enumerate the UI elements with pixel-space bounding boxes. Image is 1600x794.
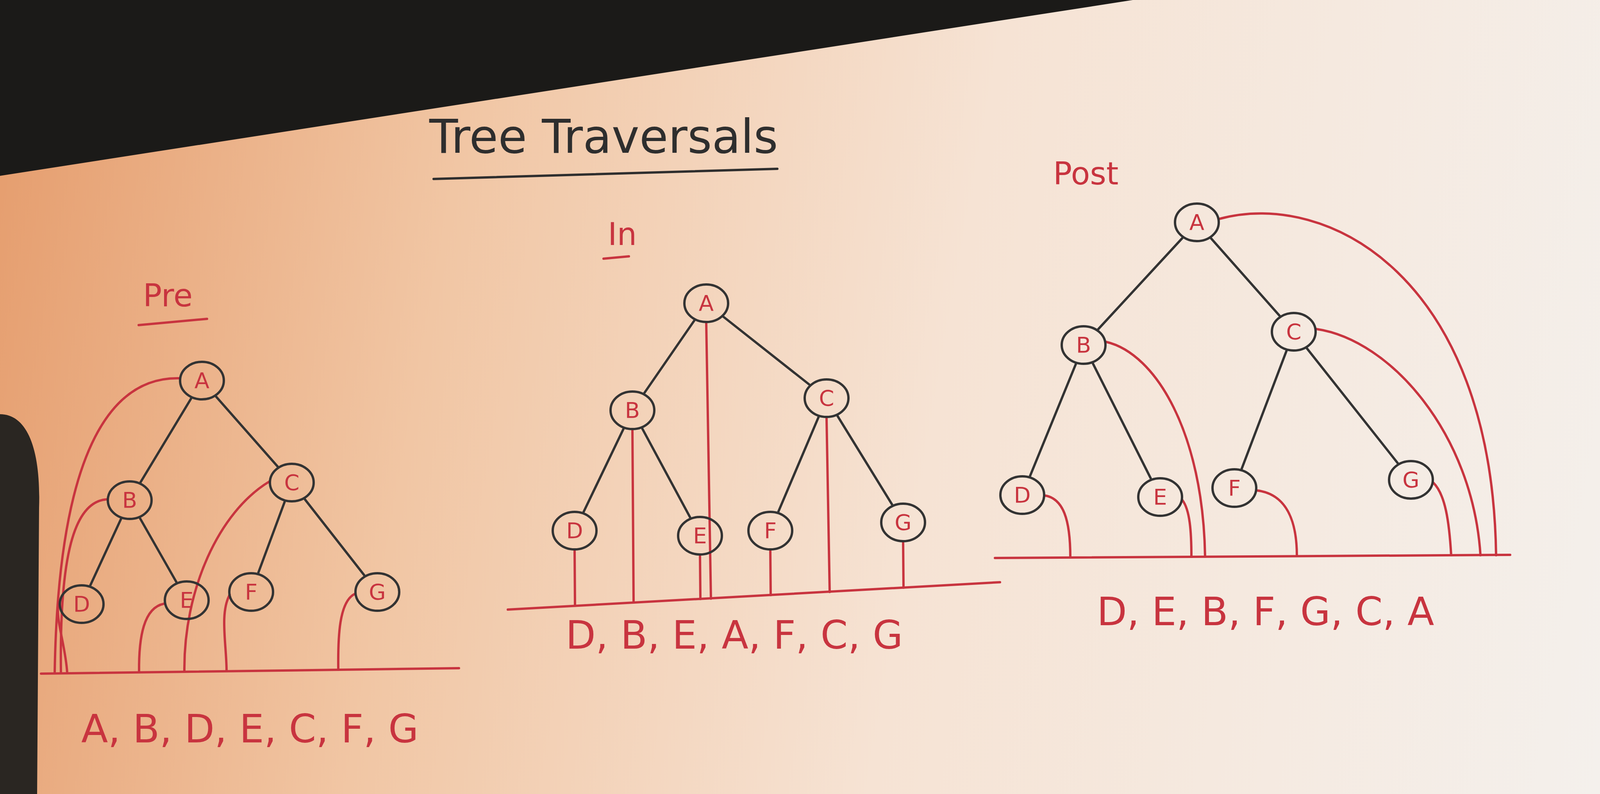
node-letter: F — [764, 519, 777, 542]
tree-edge — [1092, 363, 1151, 479]
tree-edge — [1030, 364, 1076, 476]
post-trace — [1316, 328, 1481, 556]
in-trace — [700, 555, 701, 599]
in-trace — [903, 542, 904, 588]
traversal-sequence: D, E, B, F, G, C, A — [1096, 589, 1434, 634]
tree-edge — [778, 417, 819, 512]
pre-trace — [184, 481, 270, 672]
traversal-heading: Pre — [142, 277, 193, 314]
node-letter: A — [1189, 211, 1205, 234]
in-trace — [826, 418, 830, 592]
tree-node-circle: F — [227, 571, 275, 613]
node-letter: E — [179, 589, 194, 611]
title-underline — [433, 168, 778, 179]
tree-node-circle: F — [1210, 467, 1258, 509]
node-letter: D — [73, 592, 90, 615]
tree-edge — [1098, 238, 1183, 330]
pre-underline — [138, 318, 208, 325]
board-edge-shadow — [0, 0, 1133, 176]
tree-edge — [90, 518, 121, 585]
tree-edge — [216, 396, 278, 467]
tree-node-circle: E — [1136, 476, 1184, 518]
pre-trace — [139, 603, 165, 672]
tree-edge — [140, 398, 192, 483]
tree-edge — [1307, 348, 1398, 463]
tree-node-circle: E — [676, 515, 724, 556]
node-letter: A — [698, 292, 714, 315]
node-letter: B — [625, 399, 640, 422]
post-trace — [1044, 495, 1071, 558]
in-trace — [770, 550, 771, 595]
presenter-silhouette — [0, 414, 40, 794]
tree-node-circle: G — [353, 571, 401, 613]
tree-node-circle: A — [178, 360, 226, 401]
tree-node-circle: A — [1173, 201, 1221, 243]
node-letter: B — [122, 489, 138, 511]
node-letter: C — [818, 387, 834, 409]
tree-node-circle: A — [682, 282, 730, 324]
pre-trace — [224, 594, 230, 671]
tree-node-circle: G — [1387, 459, 1435, 500]
node-letter: E — [692, 524, 707, 547]
node-letter: F — [1228, 476, 1241, 499]
node-letter: E — [1153, 485, 1167, 508]
post-trace — [1182, 500, 1192, 557]
tree-node-circle: E — [163, 579, 211, 621]
node-letter: D — [566, 519, 583, 542]
tree-edge — [1211, 238, 1280, 316]
in-trace — [632, 430, 634, 603]
tree-node-circle: B — [106, 479, 154, 521]
tree-node-circle: B — [1060, 324, 1108, 366]
post-trace — [1106, 341, 1206, 557]
node-letter: B — [1076, 333, 1092, 356]
traversal-sequence: A, B, D, E, C, F, G — [81, 706, 419, 752]
post-trace — [1219, 213, 1497, 556]
in-baseline — [507, 582, 1000, 610]
traversal-sequence: D, B, E, A, F, C, G — [565, 612, 903, 658]
node-letter: G — [368, 580, 386, 603]
node-letter: C — [283, 471, 300, 494]
post-trace — [1256, 490, 1297, 556]
tree-node-circle: C — [1270, 311, 1318, 352]
post-trace — [1433, 482, 1452, 556]
in-trace — [574, 550, 575, 606]
node-letter: G — [1402, 468, 1420, 491]
traversal-heading: Post — [1053, 155, 1119, 192]
tree-node-circle: D — [551, 510, 599, 551]
node-letter: F — [244, 580, 258, 603]
tree-edge — [258, 501, 285, 573]
tree-edge — [1241, 350, 1287, 469]
node-letter: A — [194, 369, 210, 392]
tree-node-circle: G — [879, 501, 927, 543]
tree-edge — [305, 499, 365, 575]
tree-edge — [140, 518, 177, 583]
tree-edge — [642, 428, 690, 518]
in-underline — [603, 256, 629, 259]
in-trace — [706, 323, 711, 599]
tree-node-circle: C — [803, 377, 850, 419]
pre-baseline — [41, 667, 459, 674]
pre-trace — [54, 378, 179, 673]
node-letter: D — [1013, 483, 1031, 506]
tree-edge — [837, 416, 892, 505]
tree-node-circle: B — [608, 389, 656, 431]
tree-edge — [723, 316, 809, 385]
node-letter: G — [894, 511, 912, 534]
pre-trace — [338, 593, 355, 669]
title: Tree Traversals — [429, 109, 779, 164]
tree-node-circle: D — [998, 474, 1046, 516]
tree-edge — [644, 320, 695, 393]
tree-edge — [583, 428, 624, 512]
post-baseline — [994, 554, 1511, 558]
tree-node-circle: C — [268, 462, 316, 503]
node-letter: C — [1285, 320, 1302, 343]
tree-node-circle: F — [746, 510, 794, 551]
traversal-heading: In — [607, 216, 637, 253]
tree-node-circle: D — [58, 583, 106, 625]
